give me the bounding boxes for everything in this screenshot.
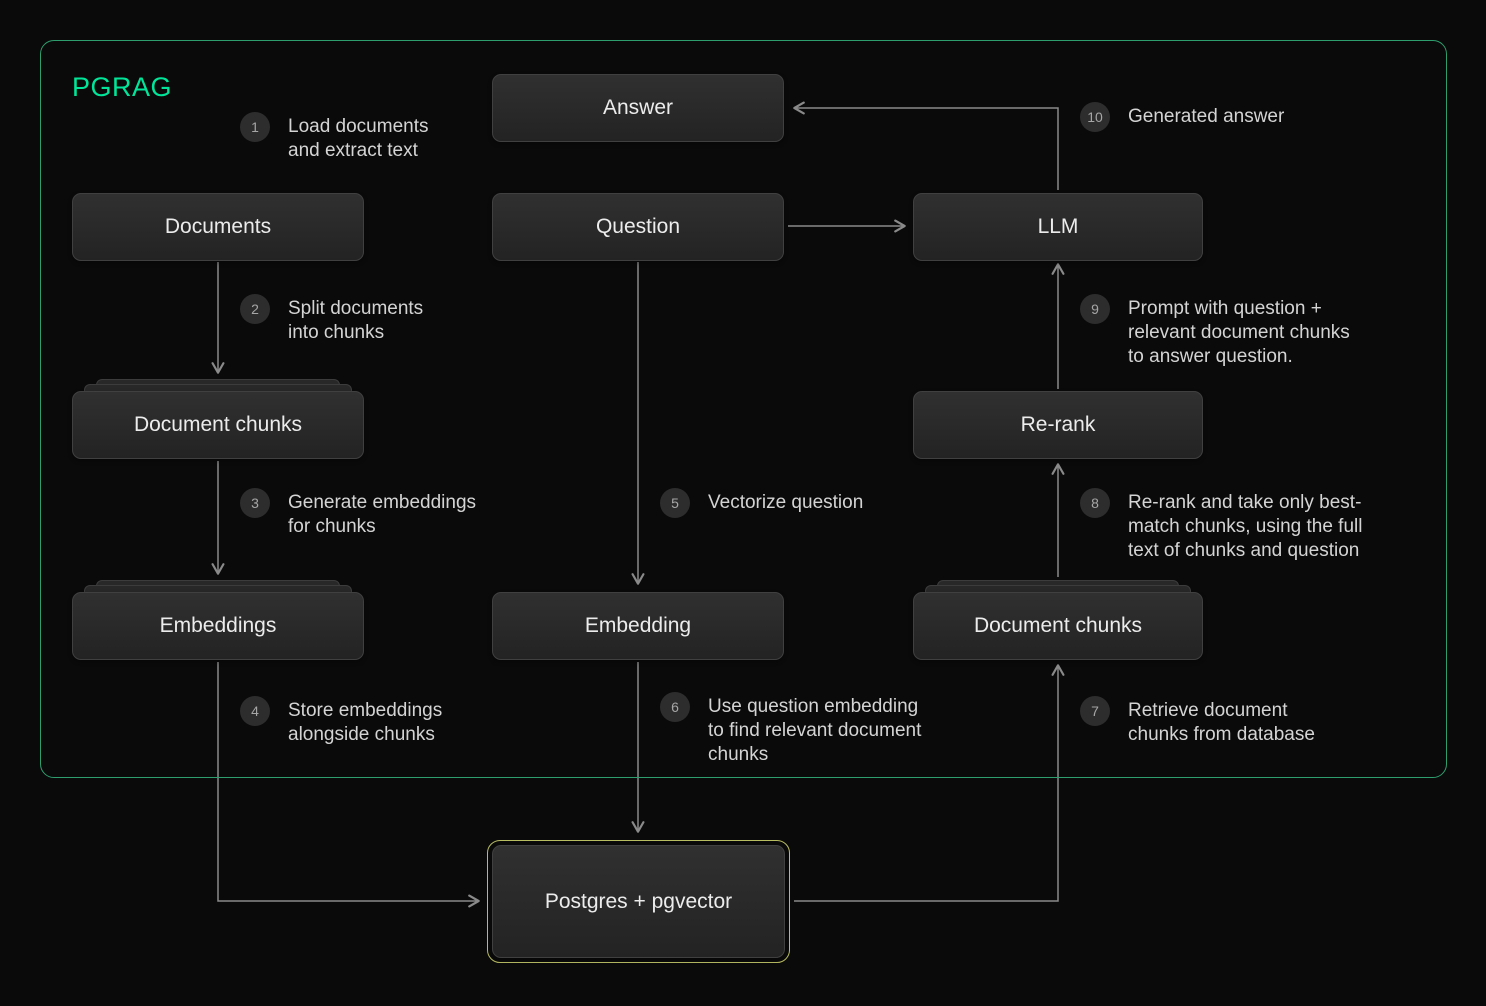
- step-10-text: Generated answer: [1128, 106, 1285, 127]
- step-9-text: Prompt with question + relevant document…: [1128, 298, 1350, 367]
- step-10-number: 10: [1080, 102, 1110, 132]
- step-9-number: 9: [1080, 294, 1110, 324]
- node-documents: Documents: [72, 193, 364, 261]
- step-3-number: 3: [240, 488, 270, 518]
- arrow-llm-to-answer: [793, 101, 1059, 190]
- node-embeddings: Embeddings: [72, 592, 364, 660]
- step-4-number: 4: [240, 696, 270, 726]
- step-5-number: 5: [660, 488, 690, 518]
- node-llm: LLM: [913, 193, 1203, 261]
- step-5: 5 Vectorize question: [660, 488, 920, 518]
- pgrag-frame: [40, 40, 1447, 778]
- node-embedding: Embedding: [492, 592, 784, 660]
- postgres-highlight-ring: Postgres + pgvector: [487, 840, 790, 963]
- node-question: Question: [492, 193, 784, 261]
- step-2-text: Split documents into chunks: [288, 298, 424, 343]
- step-4: 4 Store embeddings alongside chunks: [240, 696, 500, 747]
- node-rerank: Re-rank: [913, 391, 1203, 459]
- step-8-text: Re-rank and take only best- match chunks…: [1128, 492, 1363, 561]
- step-6-number: 6: [660, 692, 690, 722]
- step-1-text: Load documents and extract text: [288, 116, 429, 161]
- step-8-number: 8: [1080, 488, 1110, 518]
- step-8: 8 Re-rank and take only best- match chun…: [1080, 488, 1380, 563]
- node-answer: Answer: [492, 74, 784, 142]
- step-3: 3 Generate embeddings for chunks: [240, 488, 500, 539]
- step-7-text: Retrieve document chunks from database: [1128, 700, 1315, 745]
- arrow-embeddings-to-postgres: [217, 662, 480, 908]
- step-7: 7 Retrieve document chunks from database: [1080, 696, 1360, 747]
- step-7-number: 7: [1080, 696, 1110, 726]
- step-2-number: 2: [240, 294, 270, 324]
- step-5-text: Vectorize question: [708, 492, 864, 513]
- node-document-chunks-left: Document chunks: [72, 391, 364, 459]
- node-postgres: Postgres + pgvector: [492, 845, 785, 958]
- step-2: 2 Split documents into chunks: [240, 294, 470, 345]
- step-4-text: Store embeddings alongside chunks: [288, 700, 443, 745]
- step-10: 10 Generated answer: [1080, 102, 1340, 132]
- node-document-chunks-right: Document chunks: [913, 592, 1203, 660]
- step-1-number: 1: [240, 112, 270, 142]
- step-3-text: Generate embeddings for chunks: [288, 492, 477, 537]
- step-1: 1 Load documents and extract text: [240, 112, 470, 163]
- step-9: 9 Prompt with question + relevant docume…: [1080, 294, 1380, 369]
- step-6-text: Use question embedding to find relevant …: [708, 696, 922, 765]
- diagram-title: PGRAG: [72, 72, 173, 102]
- step-6: 6 Use question embedding to find relevan…: [660, 692, 950, 767]
- arrow-postgres-to-document-chunks: [794, 664, 1065, 902]
